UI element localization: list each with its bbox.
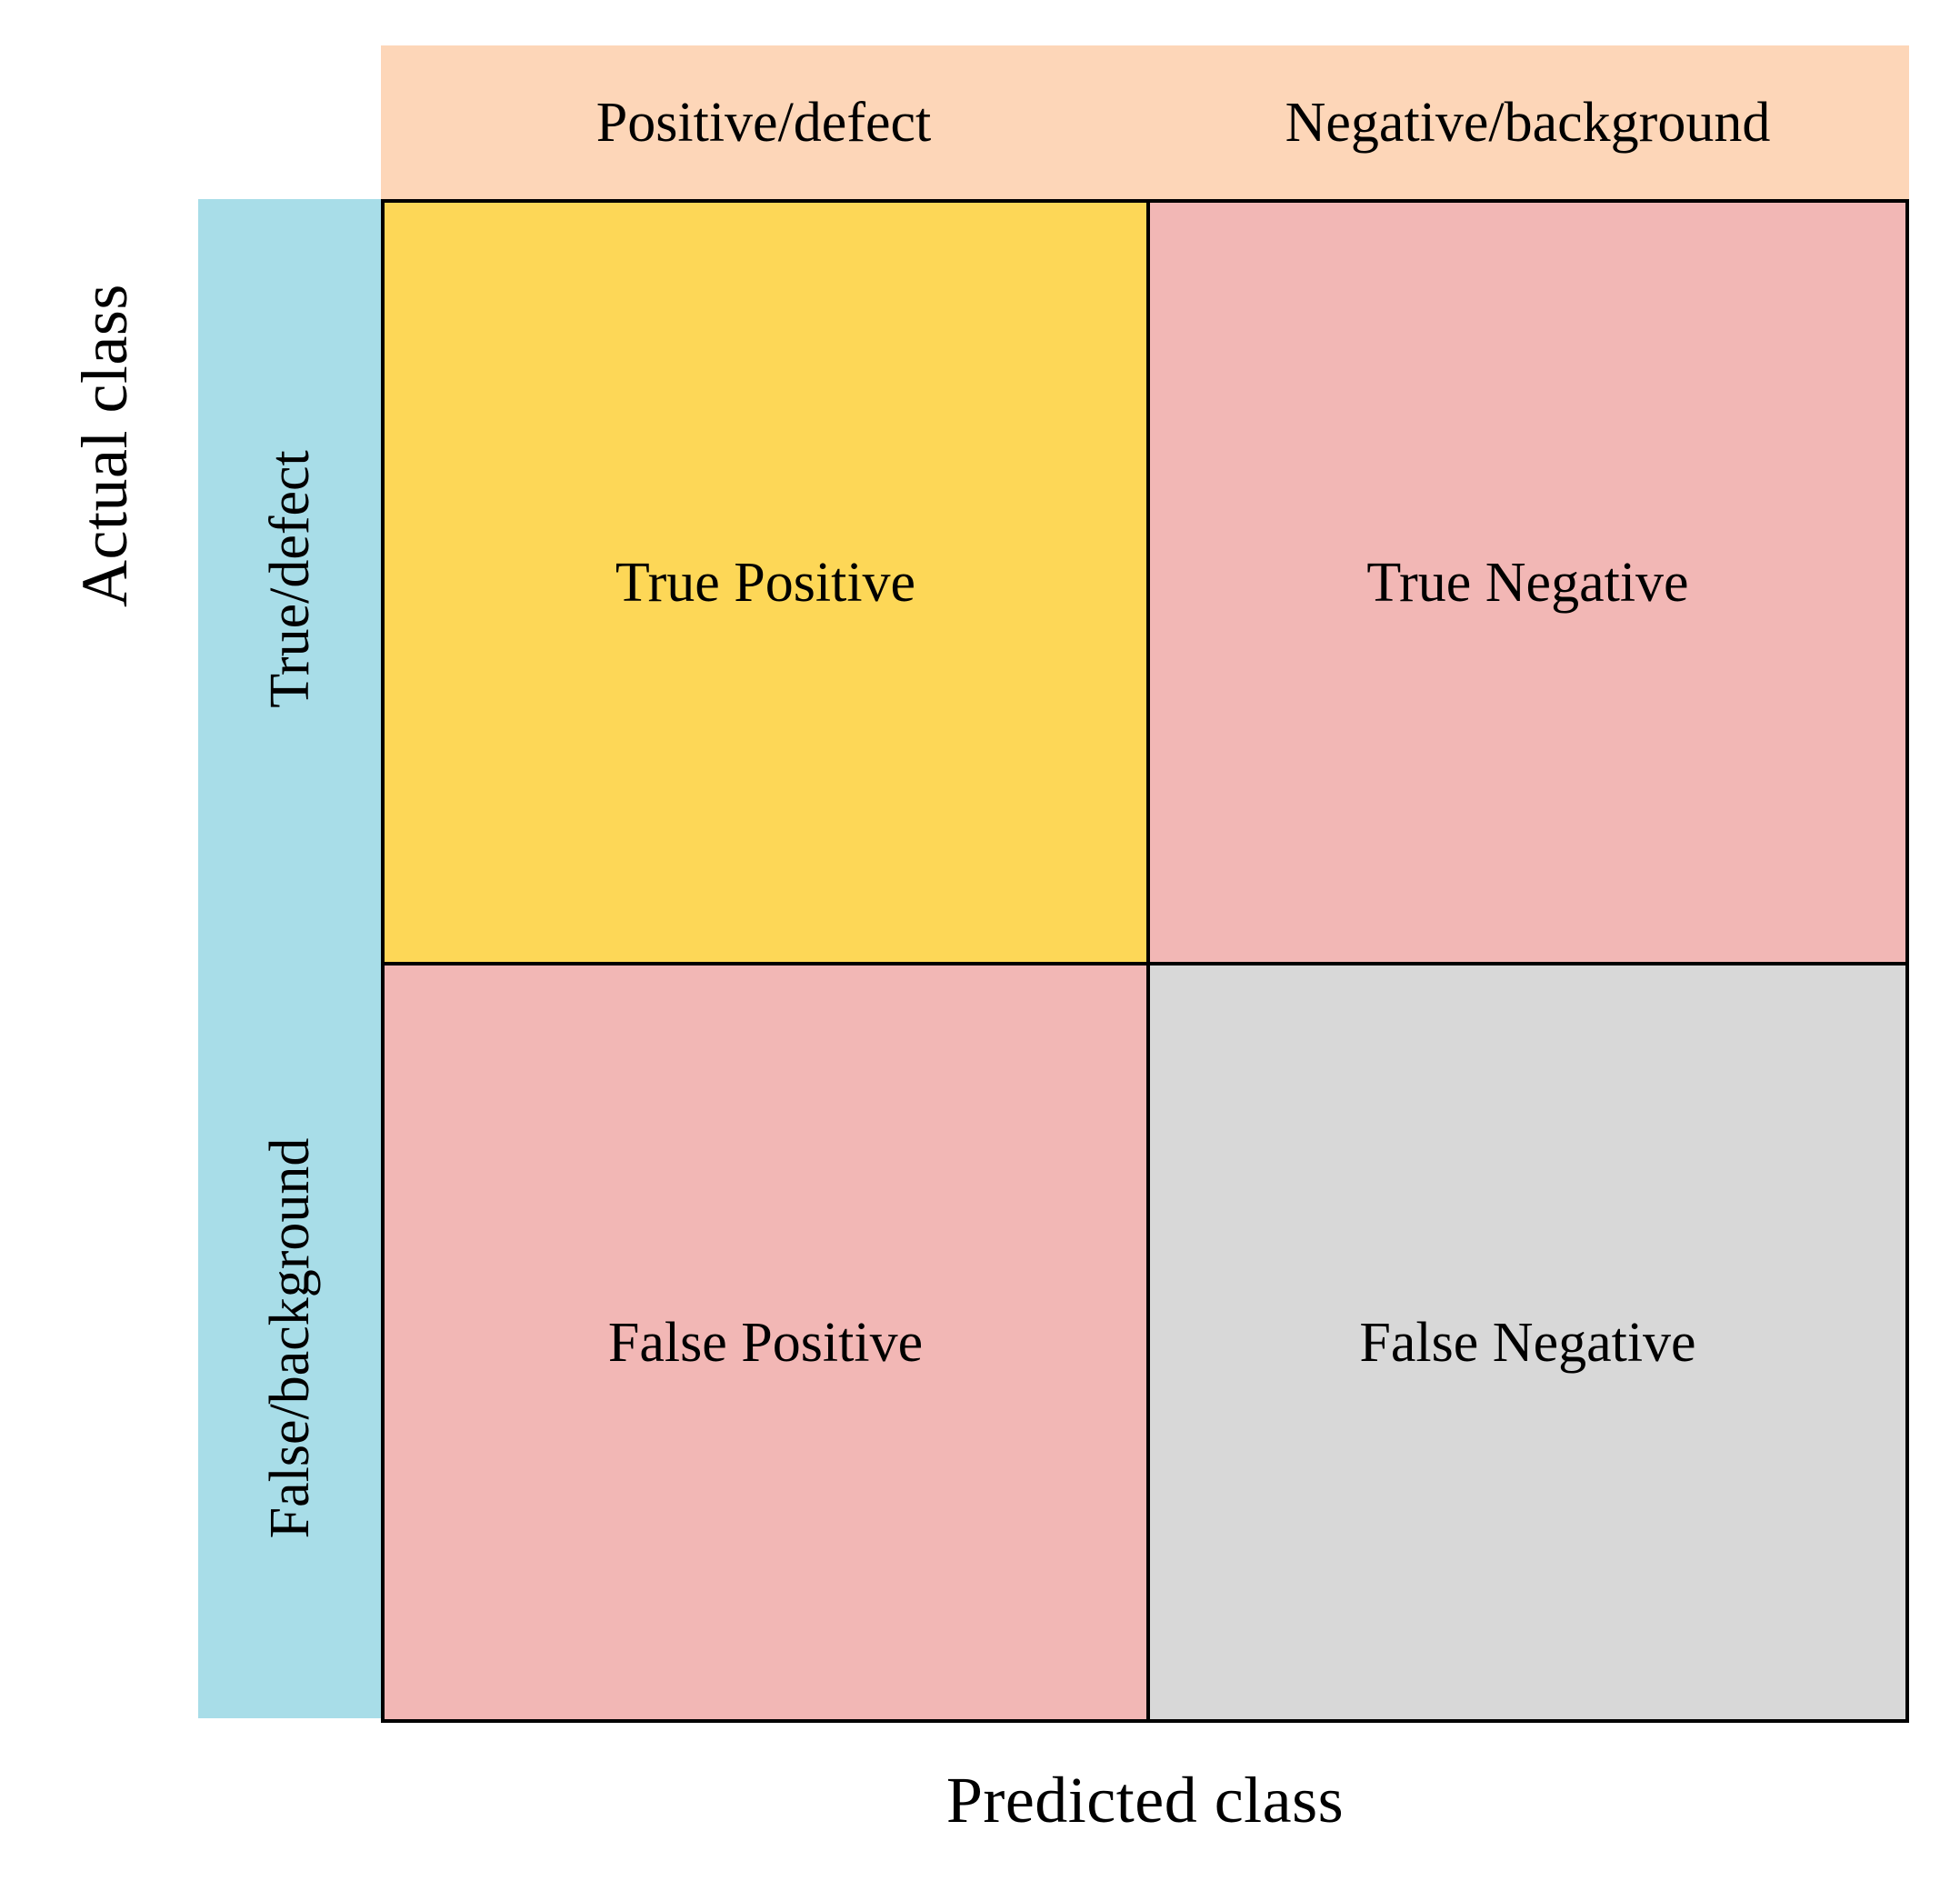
cell-true-positive: True Positive (385, 203, 1150, 966)
column-header-positive-defect: Positive/defect (595, 91, 932, 154)
x-axis-title: Predicted class (945, 1764, 1345, 1836)
matrix-body: True Positive True Negative False Positi… (381, 199, 1909, 1723)
row-header-false-background-cell: False/background (198, 959, 381, 1719)
row-header-true-defect-cell: True/defect (198, 199, 381, 959)
cell-false-negative: False Negative (1150, 966, 1905, 1719)
row-header-false-background-label: False/background (258, 1137, 321, 1539)
cell-false-positive: False Positive (385, 966, 1150, 1719)
cell-true-negative: True Negative (1150, 203, 1905, 966)
column-header-negative-background: Negative/background (1285, 91, 1771, 154)
column-header-band: Positive/defect Negative/background (381, 45, 1909, 199)
y-axis-title: Actual class (68, 284, 141, 607)
row-header-true-defect-label: True/defect (258, 449, 321, 708)
row-header-band: True/defect False/background (198, 199, 381, 1718)
